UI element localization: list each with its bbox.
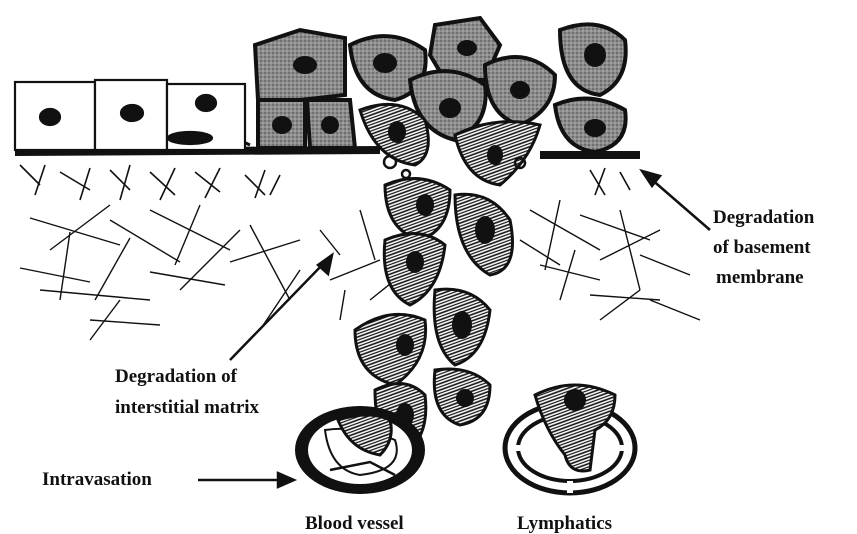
- tumor-cells: [255, 18, 626, 152]
- label-interstitial-2: interstitial matrix: [115, 396, 259, 420]
- basement-fibers: [20, 165, 630, 200]
- lymphatic-vessel: [505, 385, 635, 493]
- invading-cells: [355, 104, 540, 455]
- label-lymphatics: Lymphatics: [517, 512, 612, 534]
- label-intravasation: Intravasation: [42, 468, 152, 492]
- label-interstitial-1: Degradation of: [115, 365, 237, 389]
- label-basement-2: of basement: [713, 236, 811, 260]
- interstitial-matrix-fibers: [20, 200, 700, 340]
- label-basement-3: membrane: [716, 266, 804, 290]
- label-blood-vessel: Blood vessel: [305, 512, 404, 534]
- label-basement-1: Degradation: [713, 206, 814, 230]
- normal-epithelial-cells: [15, 80, 245, 150]
